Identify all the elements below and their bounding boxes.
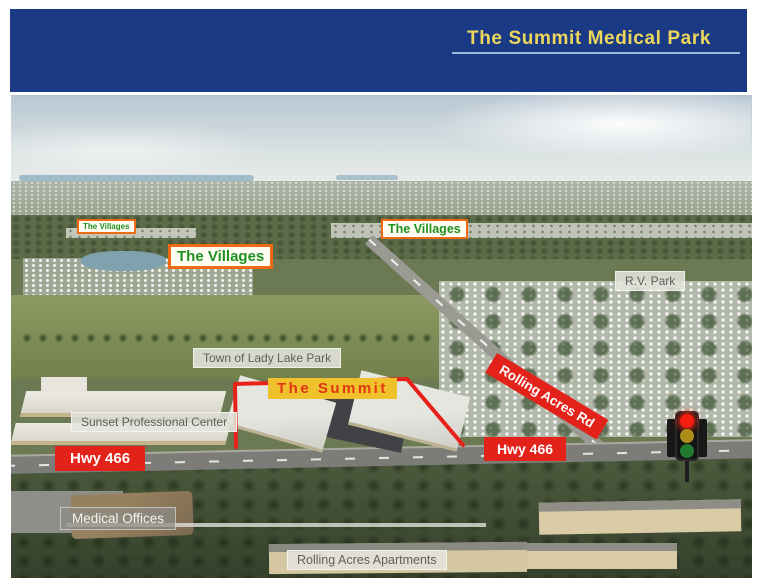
pond bbox=[81, 251, 166, 271]
label-town-of-lady-lake-park: Town of Lady Lake Park bbox=[193, 348, 342, 368]
title-underline bbox=[452, 52, 740, 54]
sunset-center-building bbox=[41, 377, 87, 393]
label-rolling-acres-apartments: Rolling Acres Apartments bbox=[287, 550, 447, 570]
label-hwy-466-east: Hwy 466 bbox=[484, 437, 567, 461]
traffic-light-pole bbox=[685, 461, 689, 482]
tree-row bbox=[19, 331, 449, 347]
label-the-summit: The Summit bbox=[268, 378, 397, 399]
traffic-light-side-visor bbox=[698, 419, 707, 457]
traffic-light-housing bbox=[675, 411, 699, 461]
traffic-light-icon bbox=[664, 411, 710, 483]
label-the-villages-main: The Villages bbox=[168, 244, 274, 269]
traffic-light-yellow bbox=[680, 429, 694, 443]
summit-property-outline bbox=[233, 377, 465, 449]
rv-park-trees bbox=[439, 281, 752, 437]
label-rv-park: R.V. Park bbox=[615, 271, 686, 291]
traffic-light-side-visor bbox=[667, 419, 676, 457]
page-title: The Summit Medical Park bbox=[467, 28, 711, 49]
traffic-light-red bbox=[680, 414, 694, 428]
distant-town bbox=[11, 181, 752, 217]
lake-horizon bbox=[19, 175, 254, 181]
cloud bbox=[11, 121, 271, 179]
label-the-villages-far: The Villages bbox=[77, 219, 136, 234]
aerial-photo: The Villages The Villages The Villages R… bbox=[11, 95, 752, 578]
label-sunset-professional-center: Sunset Professional Center bbox=[71, 412, 238, 432]
white-fence bbox=[66, 523, 486, 527]
label-the-villages-east: The Villages bbox=[381, 219, 468, 239]
traffic-light-green bbox=[680, 444, 694, 458]
cloud bbox=[431, 95, 751, 161]
lake-horizon bbox=[336, 175, 398, 180]
label-medical-offices: Medical Offices bbox=[60, 507, 177, 530]
apartment-building bbox=[527, 543, 677, 569]
header-banner: The Summit Medical Park bbox=[10, 9, 747, 92]
label-hwy-466-west: Hwy 466 bbox=[55, 446, 146, 471]
